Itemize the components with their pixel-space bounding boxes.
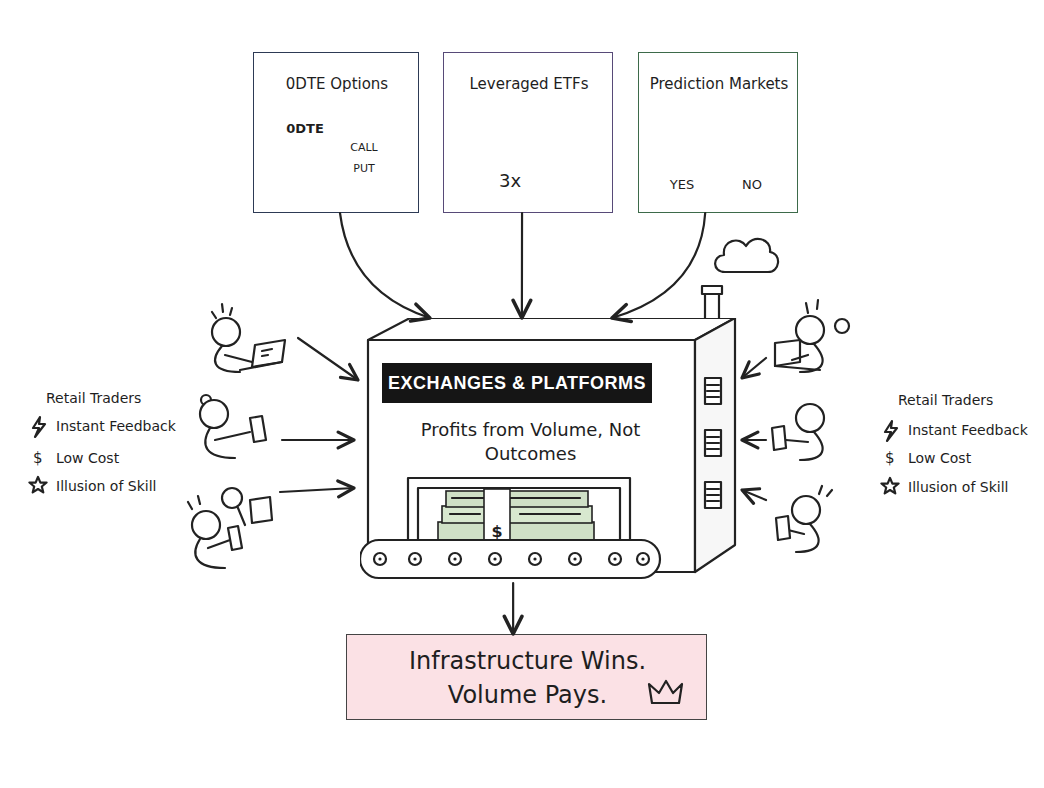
conclusion-box: Infrastructure Wins. Volume Pays. [346,634,707,720]
trader-figure [776,486,832,552]
flow-connector [612,213,705,318]
label-text: 0DTE [286,121,324,136]
label-text: CALL [350,141,377,154]
label-text: Instant Feedback [908,422,1028,438]
flow-connector [521,213,523,318]
label-text: Retail Traders [46,390,141,406]
trader-figure [772,404,824,460]
node-title: EXCHANGES & PLATFORMS [382,363,652,403]
flow-connector [340,213,430,318]
trader-figure [212,304,285,372]
label-text: 3x [499,170,521,191]
label-text: Illusion of Skill [56,478,156,494]
label-text: Low Cost [908,450,971,466]
label-text: $ [33,449,43,467]
label-text: YES [670,177,694,192]
trader-figure [775,300,849,372]
node-title: Prediction Markets [639,75,799,93]
label-text: NO [742,177,762,192]
node-title: 0DTE Options [254,75,420,93]
factory: EXCHANGES & PLATFORMS Profits from Volume… [360,318,740,583]
node-body: Profits from Volume, Not Outcomes [412,418,649,467]
node-title: Infrastructure Wins. Volume Pays. [367,645,688,712]
category-box: Leveraged ETFs [443,52,613,213]
category-box: Prediction Markets [638,52,798,213]
trader-figure [200,395,266,458]
label-text: $ [885,449,895,467]
label-text: Retail Traders [898,392,993,408]
label-text: Low Cost [56,450,119,466]
label-text: PUT [353,162,374,175]
trader-figure [188,488,272,568]
category-box: 0DTE Options [253,52,419,213]
label-text: Instant Feedback [56,418,176,434]
label-text: $ [491,522,502,541]
label-text: Illusion of Skill [908,479,1008,495]
flow-connector [512,583,514,634]
node-title: Leveraged ETFs [444,75,614,93]
